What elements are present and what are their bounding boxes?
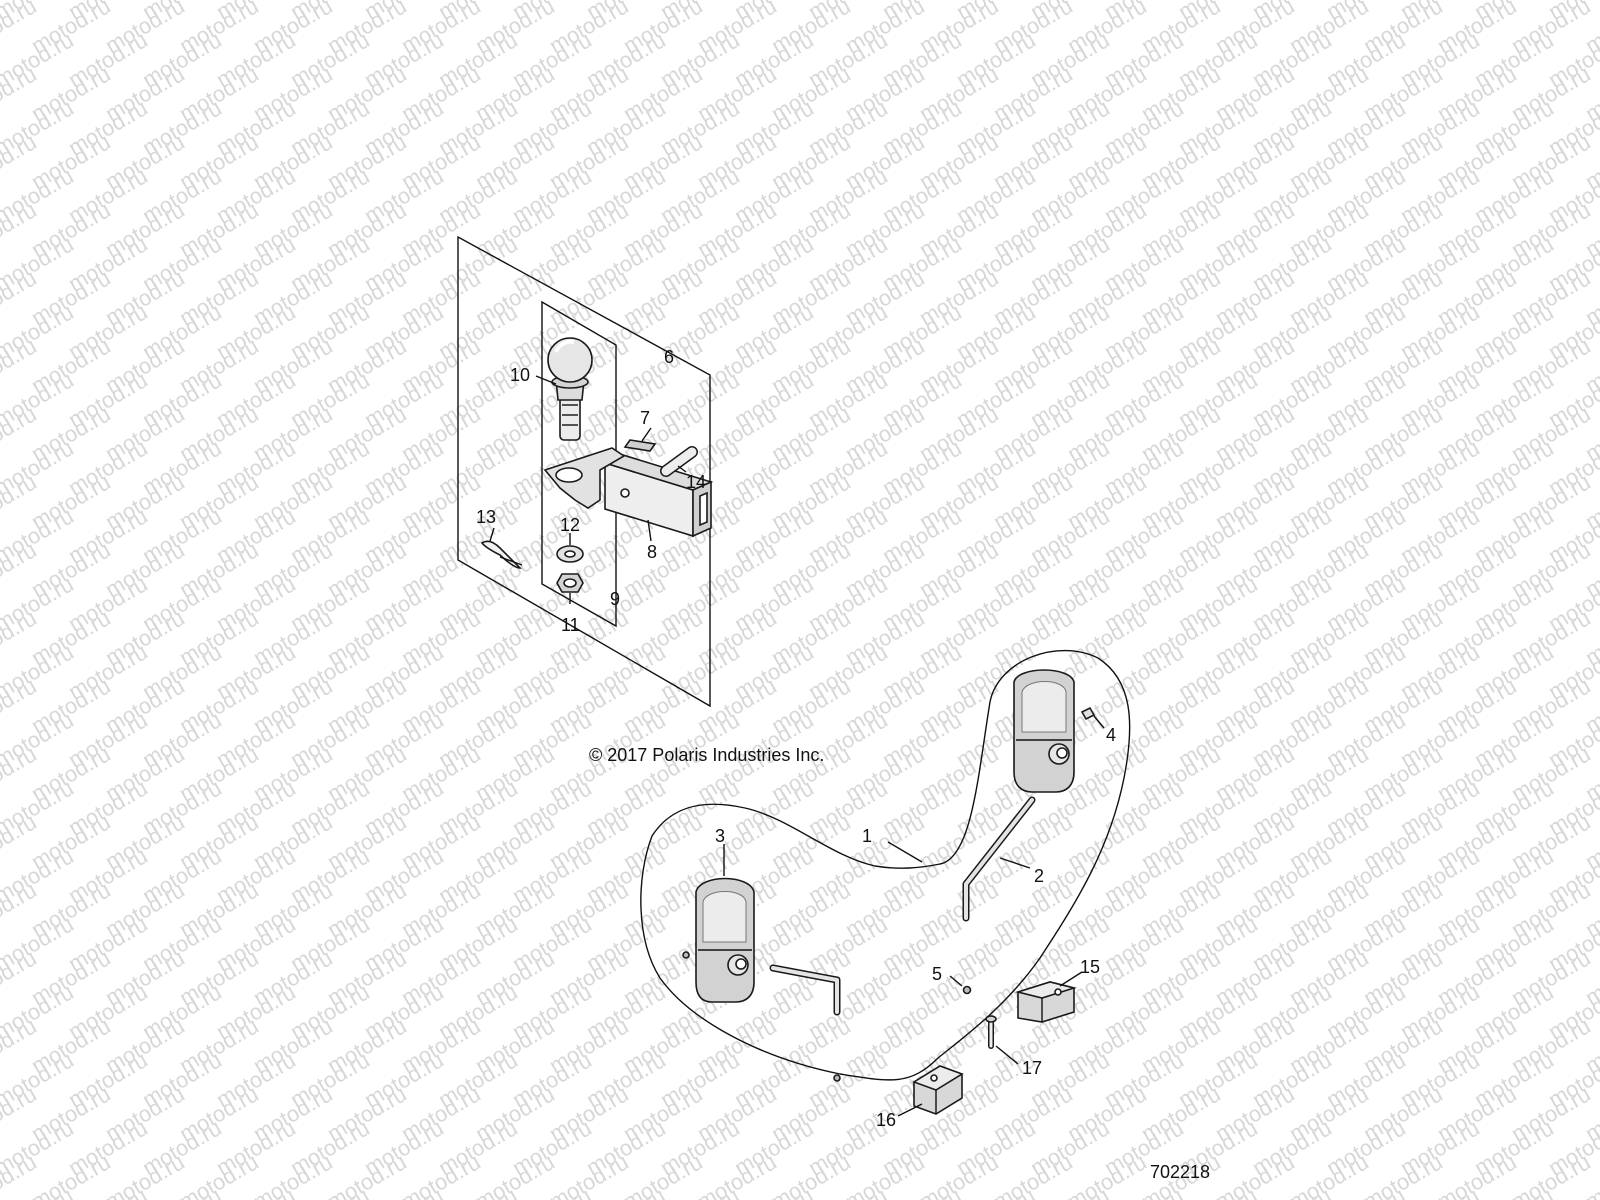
callout-1: 1 xyxy=(862,826,872,846)
callout-6: 6 xyxy=(664,347,674,367)
callout-8: 8 xyxy=(647,542,657,562)
nut-5-part xyxy=(962,985,972,995)
callout-7: 7 xyxy=(640,408,650,428)
nut-part xyxy=(556,573,584,593)
callout-13: 13 xyxy=(476,507,496,527)
callout-3: 3 xyxy=(715,826,725,846)
callout-16: 16 xyxy=(876,1110,896,1130)
callout-14: 14 xyxy=(686,472,706,492)
copyright-notice: © 2017 Polaris Industries Inc. xyxy=(589,745,825,765)
callout-15: 15 xyxy=(1080,957,1100,977)
mirror-right-part xyxy=(1013,669,1075,793)
callout-17: 17 xyxy=(1022,1058,1042,1078)
callout-5: 5 xyxy=(932,964,942,984)
callout-2: 2 xyxy=(1034,866,1044,886)
callout-4: 4 xyxy=(1106,725,1116,745)
callout-10: 10 xyxy=(510,365,530,385)
windshield-nut-part xyxy=(833,1074,841,1082)
washer-part xyxy=(556,545,584,563)
figure-number: 702218 xyxy=(1150,1162,1211,1182)
callout-9: 9 xyxy=(610,589,620,609)
callout-12: 12 xyxy=(560,515,580,535)
callout-11: 11 xyxy=(561,615,580,635)
